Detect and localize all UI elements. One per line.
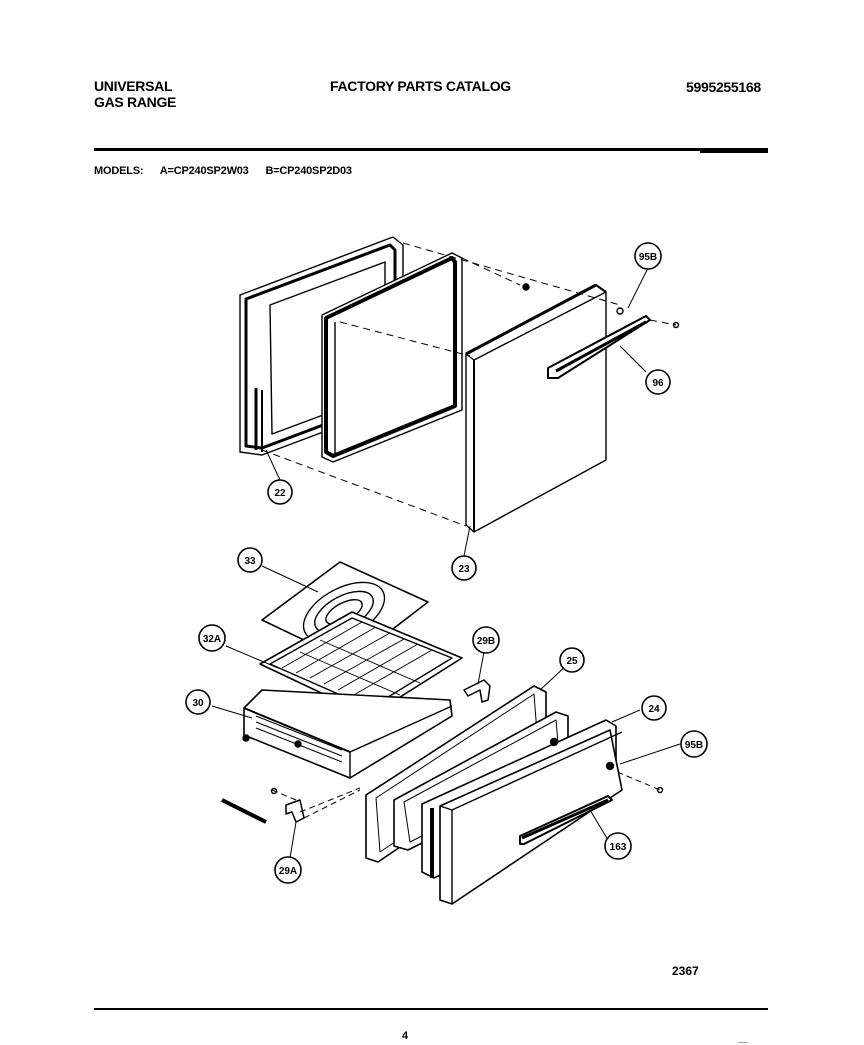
part-96-door-handle	[547, 315, 651, 379]
callout-25: 25	[566, 656, 578, 667]
brand-line-2: GAS RANGE	[94, 94, 177, 110]
figure-number: 2367	[672, 964, 699, 978]
footer-code: __	[738, 1034, 749, 1044]
callout-24: 24	[648, 704, 660, 715]
top-alignment-lines	[261, 242, 677, 527]
screw-icon	[656, 786, 664, 794]
callout-95b-top: 95B	[639, 252, 657, 263]
callout-23: 23	[458, 564, 470, 575]
page-number: 4	[402, 1030, 409, 1042]
catalog-brand: UNIVERSAL GAS RANGE	[94, 78, 176, 110]
callout-33: 33	[244, 556, 256, 567]
callout-32a: 32A	[203, 634, 221, 645]
part-29a-hinge	[221, 798, 305, 824]
screw-icon	[549, 737, 559, 747]
screw-icon	[270, 787, 278, 795]
callout-22: 22	[274, 488, 286, 499]
part-30-broiler-drawer	[242, 689, 453, 779]
callout-96: 96	[652, 378, 664, 389]
header-rule-accent	[700, 151, 768, 153]
screw-icon	[616, 307, 624, 315]
screw-icon	[605, 761, 615, 771]
callout-29b: 29B	[477, 636, 495, 647]
screw-icon	[672, 321, 680, 329]
callout-circles	[185, 242, 708, 884]
callout-30: 30	[192, 698, 204, 709]
screw-icon	[522, 283, 530, 291]
callout-95b-bottom: 95B	[685, 740, 703, 751]
part-163-broiler-handle	[519, 795, 613, 845]
model-a: A=CP240SP2W03	[159, 165, 249, 177]
callout-163: 163	[610, 842, 627, 853]
part-23-outer-door	[465, 283, 607, 533]
brand-line-1: UNIVERSAL	[94, 78, 173, 94]
callout-29a: 29A	[279, 866, 297, 877]
header-rule	[94, 148, 768, 151]
models-line: MODELS: A=CP240SP2W03 B=CP240SP2D03	[94, 165, 366, 177]
catalog-title: FACTORY PARTS CATALOG	[330, 78, 511, 94]
part-29b-clip	[463, 679, 491, 703]
models-label: MODELS:	[94, 165, 144, 177]
part-24-broiler-door-panel	[421, 719, 623, 905]
footer-rule	[94, 1008, 768, 1010]
catalog-number: 5995255168	[686, 79, 761, 95]
model-b: B=CP240SP2D03	[265, 165, 352, 177]
part-22-door-panel	[321, 252, 463, 463]
